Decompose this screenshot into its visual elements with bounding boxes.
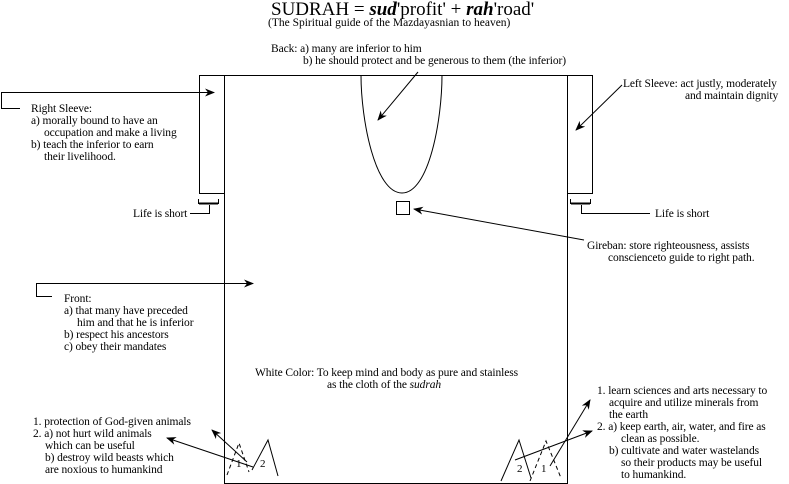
right-sleeve-b2: their livelihood. [44,151,116,163]
white-color-line2: as the cloth of the sudrah [327,379,441,392]
title-gloss-road: 'road' [493,0,535,20]
front-leader [36,279,254,297]
bottom-right-l3: the earth [609,409,649,421]
arrow-elements [514,430,593,461]
triangle-label-left-1: 1 [236,458,242,470]
white-color-line1: White Color: To keep mind and body as pu… [255,367,518,379]
title-gloss-profit: 'profit' + [396,0,462,20]
bottom-right-l1: 1. learn sciences and arts necessary to [597,385,768,397]
front-a1: a) that many have preceded [64,305,188,317]
arrow-minerals [549,399,591,467]
white-color-line2-prefix: as the cloth of the [327,379,407,391]
bottom-left-l1: 1. protection of God-given animals [33,416,191,428]
back-neckline [360,74,443,194]
front-a2: him and that he is inferior [77,317,194,329]
bottom-right-l2: acquire and utilize minerals from [609,397,759,409]
gireban-square [396,201,410,215]
triangle-2-left [251,438,279,477]
bottom-left-l5: are noxious to humankind [45,464,163,476]
gireban-arrow [413,206,585,241]
gireban-line1: Gireban: store righteousness, assists [587,240,750,252]
left-sleeve-line2: and maintain dignity [685,90,779,102]
right-sleeve [199,75,225,194]
right-sleeve-a2: occupation and make a living [44,127,177,139]
life-short-leader-left [190,205,210,214]
bottom-left-l2: 2. a) not hurt wild animals [33,428,152,440]
triangle-label-left-2: 2 [260,458,266,470]
bottom-left-l3: which can be useful [45,440,135,452]
arrow-animals-1 [211,429,248,463]
title-main: SUDRAH = [271,0,365,20]
triangle-label-right-2: 2 [517,463,523,475]
back-arrow [377,71,419,121]
gireban-line2: conscienceto guide to right path. [608,252,755,264]
bottom-right-l5: clean as possible. [621,433,700,445]
back-label-line1: Back: a) many are inferior to him [271,43,422,55]
right-sleeve-heading: Right Sleeve: [31,103,92,115]
page-title: SUDRAH = sud'profit' + rah'road' [271,0,534,20]
white-color-term-sudrah: sudrah [409,379,441,391]
bottom-right-l8: to humankind. [621,469,687,481]
page-subtitle: (The Spiritual guide of the Mazdayasnian… [268,17,511,29]
life-short-right-label: Life is short [655,208,710,220]
right-sleeve-leader [1,88,215,109]
front-heading: Front: [64,293,92,305]
garment-body [224,75,568,484]
front-b: b) respect his ancestors [64,329,169,341]
bottom-right-l7: so their products may be useful [621,457,762,469]
left-sleeve-line1: Left Sleeve: act justly, moderately [623,78,777,90]
bottom-right-l4: 2. a) keep earth, air, water, and fire a… [597,421,766,433]
life-short-left-label: Life is short [133,208,188,220]
triangle-2-right [500,438,532,482]
arrow-animals-2 [166,437,254,468]
right-sleeve-b1: b) teach the inferior to earn [31,139,154,151]
back-label-line2: b) he should protect and be generous to … [303,55,566,67]
title-term-sud: sud [369,0,397,20]
life-short-leader-right [581,205,650,214]
front-c: c) obey their mandates [64,341,167,353]
title-term-rah: rah [466,0,494,20]
left-sleeve-arrow [575,84,623,131]
bottom-left-l4: b) destroy wild beasts which [45,452,174,464]
left-sleeve [567,75,593,194]
triangle-label-right-1: 1 [541,463,547,475]
right-sleeve-a1: a) morally bound to have an [31,115,158,127]
bottom-right-l6: b) cultivate and water wastelands [609,445,759,457]
triangle-1-right [529,439,562,482]
